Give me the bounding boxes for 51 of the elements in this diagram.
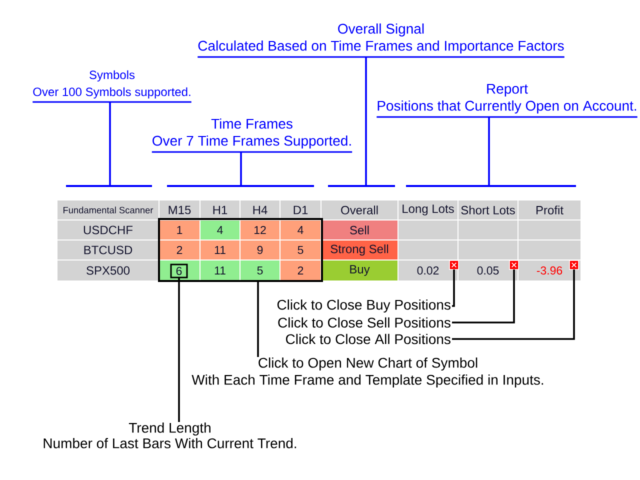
leader-line xyxy=(452,270,515,324)
leader-line xyxy=(178,278,180,422)
table-cell: 5 xyxy=(280,240,322,260)
table-cell: 0.05 xyxy=(458,260,518,282)
callout-text: Report Positions that Currently Open on Account. xyxy=(376,84,638,118)
table-cell: -3.96 xyxy=(518,260,582,282)
column-header: H4 xyxy=(240,200,280,220)
close-button xyxy=(569,260,579,270)
table-cell: 1 xyxy=(158,220,200,240)
outlined-value: 6 xyxy=(170,264,188,278)
signal-cell: Buy xyxy=(320,260,398,282)
column-header: H1 xyxy=(200,200,240,220)
leader-line xyxy=(488,117,490,186)
table-cell: 0.02 xyxy=(398,260,458,282)
table-cell: 5 xyxy=(240,260,280,282)
close-button xyxy=(449,260,459,270)
leader-line xyxy=(257,281,259,357)
column-header: Overall xyxy=(320,200,398,220)
row-header: SPX500 xyxy=(56,260,160,282)
table-cell: 11 xyxy=(200,240,240,260)
table-cell: 4 xyxy=(200,220,240,240)
table-cell: 4 xyxy=(280,220,322,240)
annotation-text: Click to Close All Positions xyxy=(286,334,450,344)
table-cell: 12 xyxy=(240,220,280,240)
table-cell: 2 xyxy=(280,260,322,282)
annotation-text: Trend Length Number of Last Bars With Current Trend. xyxy=(44,422,296,448)
table-cell: 2 xyxy=(158,240,200,260)
leader-line xyxy=(240,152,242,186)
leader-line xyxy=(109,102,111,186)
annotation-text: Click to Close Sell Positions xyxy=(278,317,450,328)
callout-text: Symbols Over 100 Symbols supported. xyxy=(32,70,192,103)
column-header: Long Lots xyxy=(398,200,458,220)
table-cell: 9 xyxy=(240,240,280,260)
signal-cell: Sell xyxy=(320,220,398,240)
table-cell: 11 xyxy=(200,260,240,282)
callout-text: Overall Signal Calculated Based on Time Frames and Importance Factors xyxy=(198,23,564,58)
leader-line xyxy=(452,270,575,340)
annotation-text: Click to Close Buy Positions xyxy=(277,299,450,313)
leader-line xyxy=(452,270,455,307)
column-header: D1 xyxy=(280,200,322,220)
column-header: Profit xyxy=(518,200,582,220)
callout-text: Time Frames Over 7 Time Frames Supported. xyxy=(152,118,352,153)
column-header: M15 xyxy=(158,200,200,220)
signal-cell: Strong Sell xyxy=(320,240,398,260)
row-header: BTCUSD xyxy=(56,240,160,260)
leader-line xyxy=(365,57,367,186)
column-header: Short Lots xyxy=(458,200,518,220)
annotation-text: Click to Open New Chart of Symbol With Each Time Frame and Template Specified in Inputs. xyxy=(192,358,544,388)
close-button xyxy=(509,260,519,270)
row-header: USDCHF xyxy=(56,220,160,240)
highlight-frame xyxy=(158,218,323,282)
